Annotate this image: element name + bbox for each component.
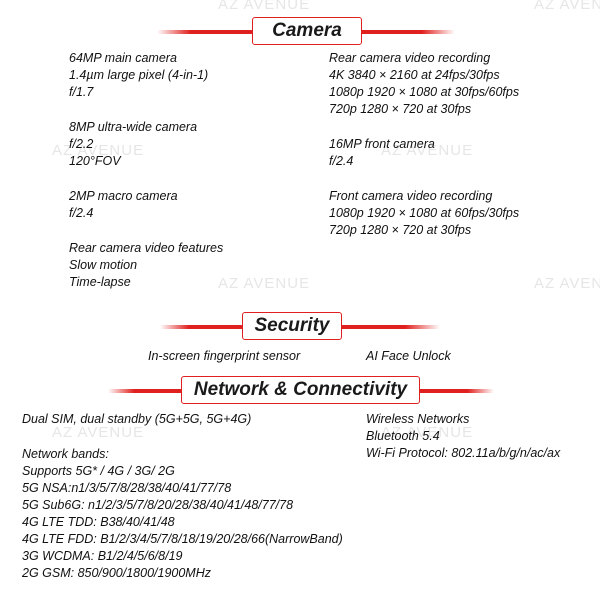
header-rule-right: [340, 325, 440, 329]
header-rule-left: [157, 30, 253, 34]
watermark: AZ AVENUE: [52, 424, 145, 441]
watermark: AZ AVENUE: [52, 142, 145, 159]
watermark: AZ AVENUE: [218, 275, 311, 292]
watermark: AZ AVENUE: [381, 142, 474, 159]
camera-section-title: Camera: [252, 17, 362, 45]
watermark: AZ AVENUE: [534, 0, 600, 13]
network-bands-spec: Network bands: Supports 5G* / 4G / 3G/ 2…: [22, 447, 343, 580]
dual-sim-spec: Dual SIM, dual standby (5G+5G, 5G+4G): [22, 412, 252, 426]
watermark: AZ AVENUE: [218, 0, 311, 13]
watermark: AZ AVENUE: [534, 275, 600, 292]
header-rule-left: [108, 389, 183, 393]
security-section-title: Security: [242, 312, 342, 340]
watermark: AZ AVENUE: [381, 424, 474, 441]
header-rule-right: [418, 389, 494, 393]
network-section-title: Network & Connectivity: [181, 376, 420, 404]
camera-section-header: Camera: [0, 17, 600, 47]
header-rule-left: [160, 325, 243, 329]
network-section-header: Network & Connectivity: [0, 376, 600, 406]
security-section-header: Security: [0, 312, 600, 342]
fingerprint-sensor-spec: In-screen fingerprint sensor: [148, 349, 301, 363]
header-rule-right: [360, 30, 455, 34]
face-unlock-spec: AI Face Unlock: [366, 349, 451, 363]
